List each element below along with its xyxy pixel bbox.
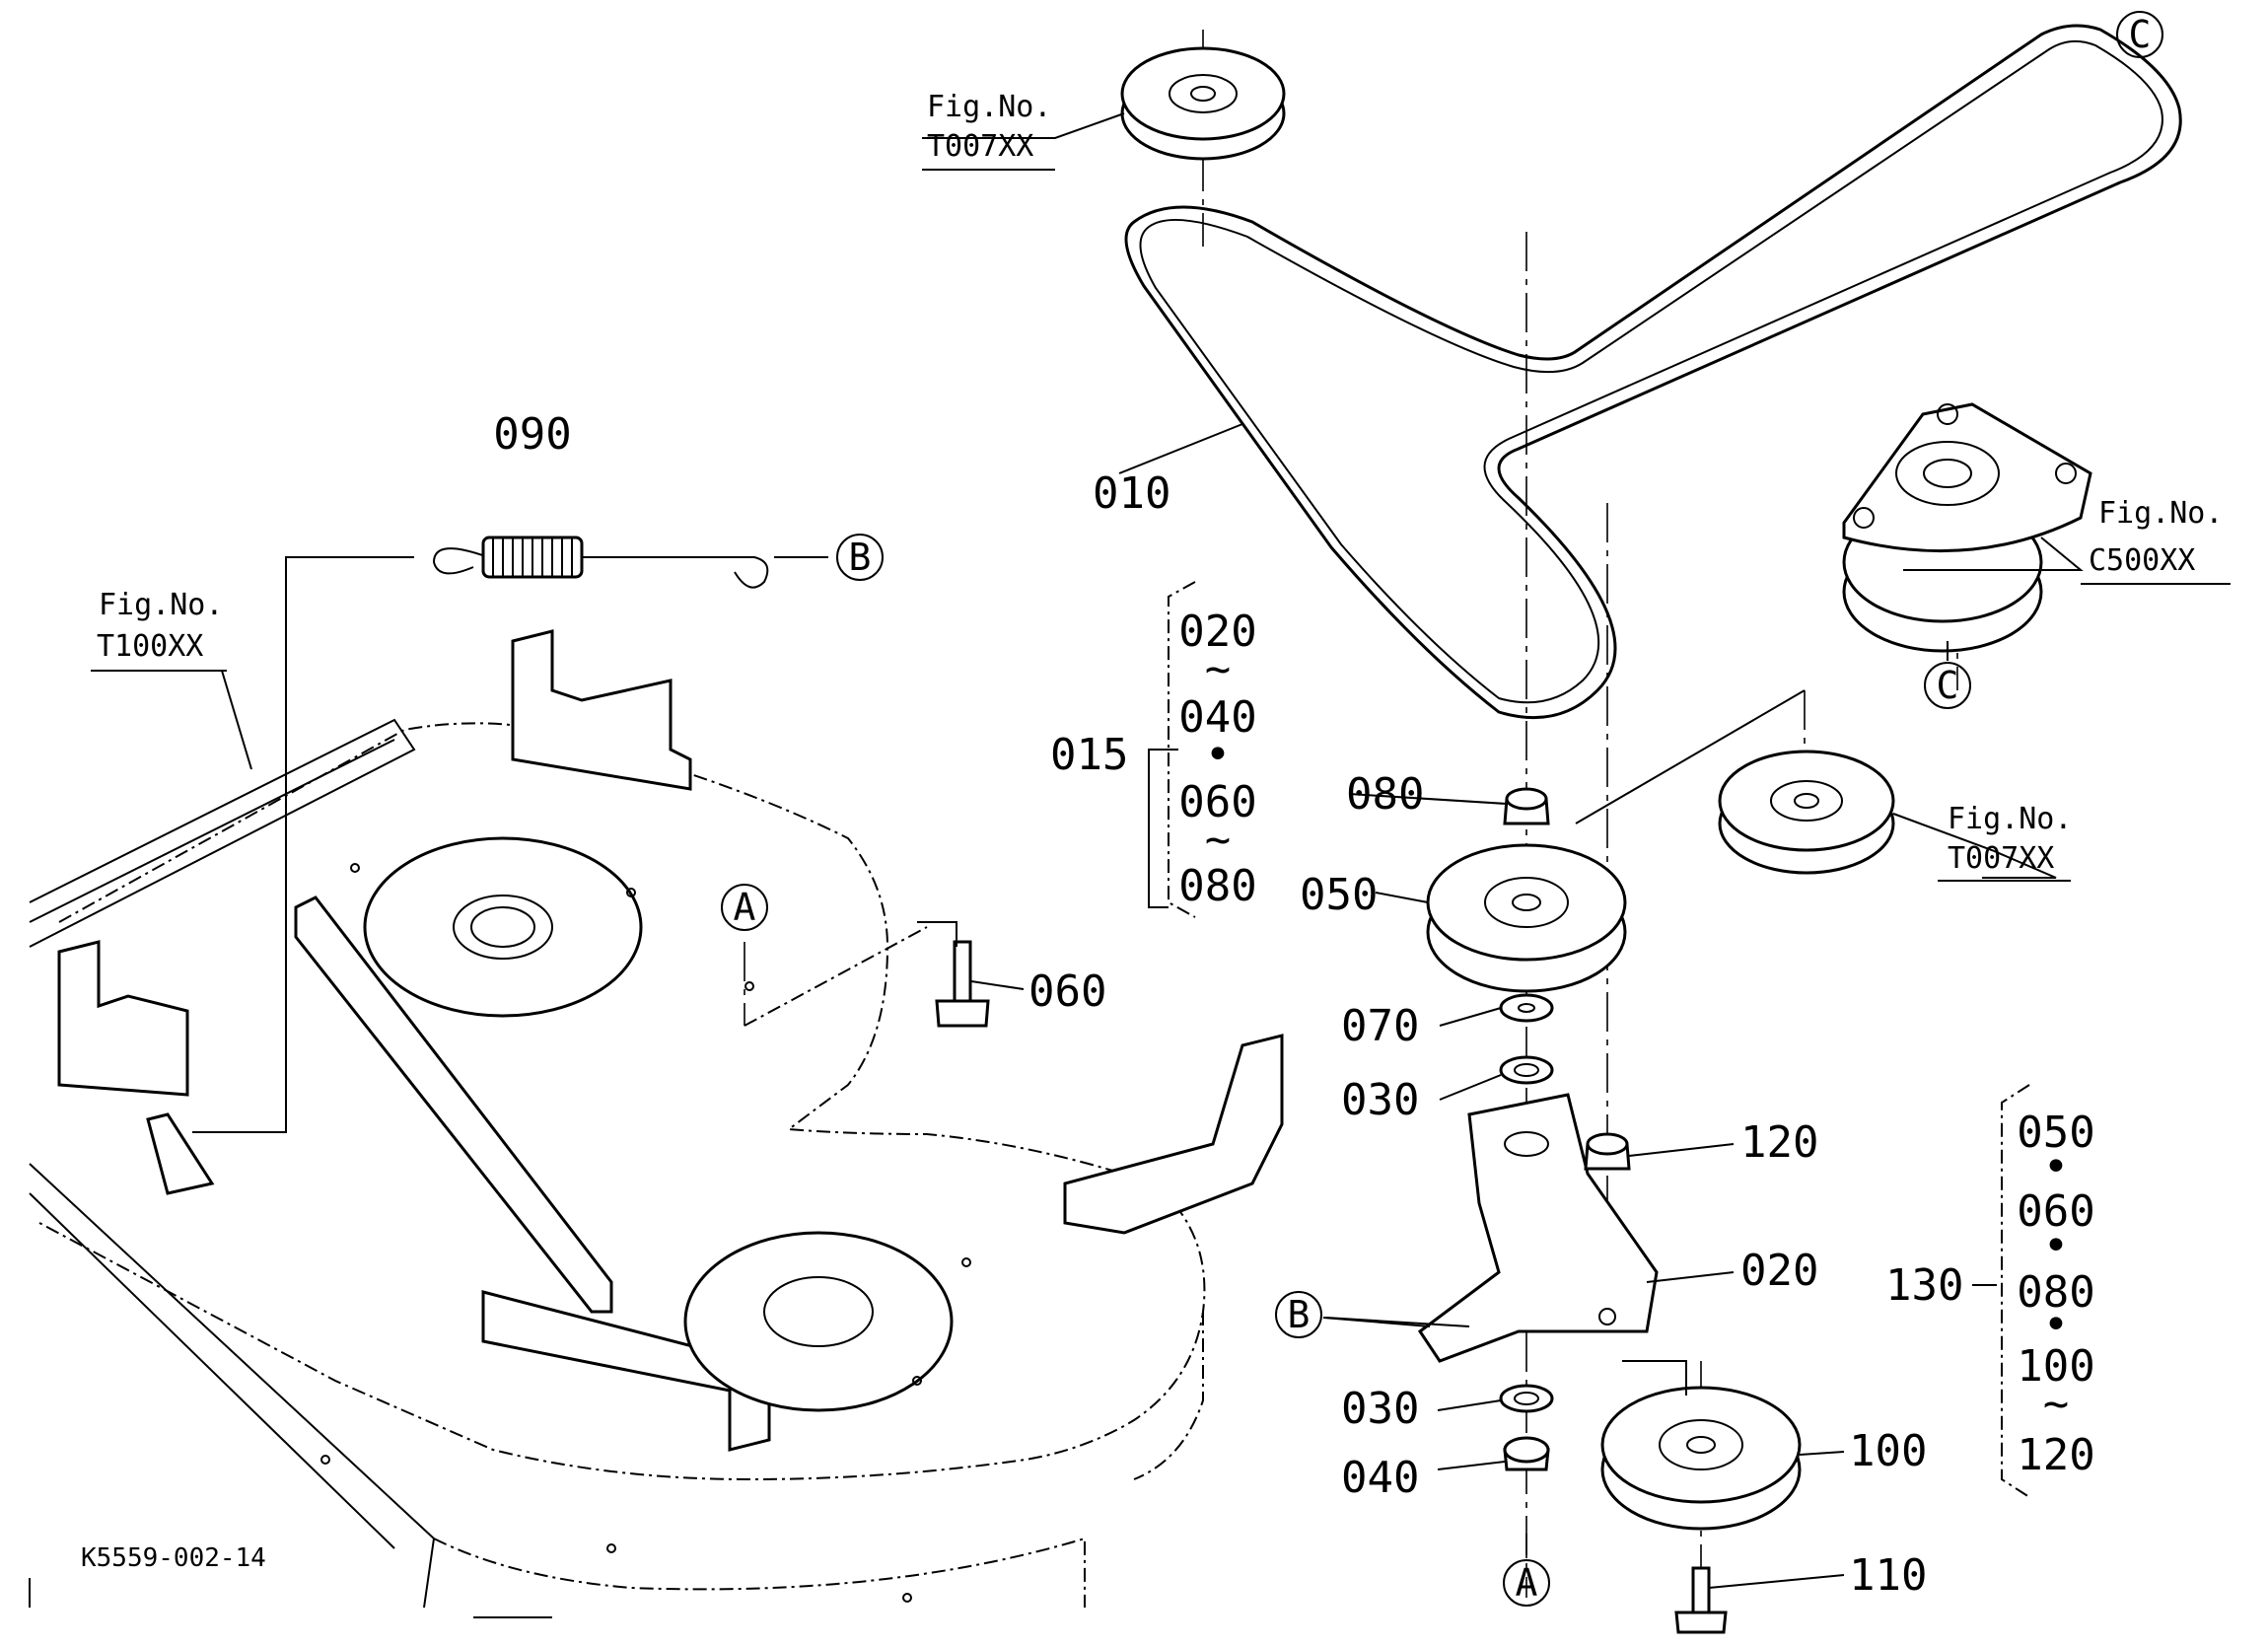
label-100: 100 [1849,1426,1927,1476]
label-040: 040 [1341,1453,1419,1503]
fig-ref-top-pulley: Fig.No. T007XX [922,90,1055,171]
nut-120 [1584,1132,1631,1171]
label-010: 010 [1093,468,1170,519]
svg-text:060: 060 [1178,777,1256,827]
drawing-code: K5559-002-14 [81,1543,266,1573]
svg-text:•: • [1205,730,1232,780]
svg-text:B: B [849,536,872,579]
svg-text:C500XX: C500XX [2089,543,2195,578]
label-030-lower: 030 [1341,1384,1419,1434]
svg-text:T100XX: T100XX [97,629,203,664]
svg-text:~: ~ [2043,1379,2070,1429]
group-130: 050 • 060 • 080 • 100 ~ 120 [2001,1084,2095,1498]
label-110: 110 [1849,1550,1927,1601]
tension-pulley-050 [1426,843,1627,993]
svg-text:Fig.No.: Fig.No. [2098,496,2223,531]
mower-deck [29,629,1284,1618]
label-080: 080 [1346,769,1424,820]
electric-clutch [1842,402,2092,653]
svg-text:C: C [1937,664,1959,707]
svg-text:020: 020 [1178,607,1256,657]
circle-ref-b-spring: B [836,534,884,581]
svg-text:Fig.No.: Fig.No. [927,90,1051,124]
svg-text:080: 080 [2017,1267,2094,1318]
svg-text:T007XX: T007XX [1948,841,2054,876]
fig-ref-right-pulley: Fig.No. T007XX [1938,802,2072,882]
tension-spring-090 [432,536,769,589]
part-labels: 090 010 015 080 050 060 070 030 120 020 … [493,409,1963,1601]
svg-text:T007XX: T007XX [927,129,1033,164]
svg-text:Fig.No.: Fig.No. [1948,802,2072,836]
svg-text:120: 120 [2017,1430,2094,1480]
drive-belt [1124,24,2182,720]
washer-030-upper [1499,1055,1554,1085]
fig-ref-clutch: Fig.No. C500XX [2081,496,2231,585]
svg-text:050: 050 [2017,1108,2094,1158]
svg-text:~: ~ [1205,815,1232,865]
circle-ref-a-bottom: A [1503,1559,1550,1607]
label-020: 020 [1740,1246,1818,1296]
circle-ref-a-deck: A [721,884,768,931]
label-060: 060 [1028,967,1106,1017]
svg-text:•: • [2043,1142,2070,1192]
group-015: 020 ~ 040 • 060 ~ 080 [1168,581,1257,918]
label-015: 015 [1050,730,1128,780]
washer-070 [1499,993,1554,1023]
label-050: 050 [1300,870,1378,920]
fig-ref-deck: Fig.No. T100XX [91,588,227,672]
svg-text:B: B [1288,1293,1311,1336]
svg-text:040: 040 [1178,692,1256,743]
bushing-040 [1503,1436,1550,1471]
svg-text:•: • [2043,1300,2070,1350]
label-120: 120 [1740,1117,1818,1168]
circle-ref-c-clutch: C [1924,662,1971,709]
label-130: 130 [1885,1260,1963,1311]
idler-pulley-top [1120,46,1286,161]
svg-text:C: C [2129,13,2152,56]
bolt-110 [1674,1566,1728,1634]
label-070: 070 [1341,1001,1419,1051]
nut-080 [1503,787,1550,825]
idler-pulley-100 [1600,1386,1802,1531]
label-090: 090 [493,409,571,460]
svg-text:A: A [734,886,756,929]
tension-arm-020 [1417,1093,1659,1363]
circle-ref-c-belt: C [2116,11,2163,58]
svg-text:Fig.No.: Fig.No. [99,588,223,622]
svg-text:~: ~ [1205,644,1232,694]
svg-text:A: A [1516,1561,1538,1605]
svg-text:080: 080 [1178,861,1256,911]
bolt-060 [935,940,990,1028]
svg-text:100: 100 [2017,1341,2094,1392]
label-030-upper: 030 [1341,1075,1419,1125]
washer-030-lower [1499,1384,1554,1413]
idler-pulley-right [1718,750,1895,875]
circle-ref-b-bracket: B [1275,1291,1322,1338]
leader-lines [99,112,2084,1589]
svg-text:060: 060 [2017,1186,2094,1237]
svg-text:•: • [2043,1221,2070,1271]
